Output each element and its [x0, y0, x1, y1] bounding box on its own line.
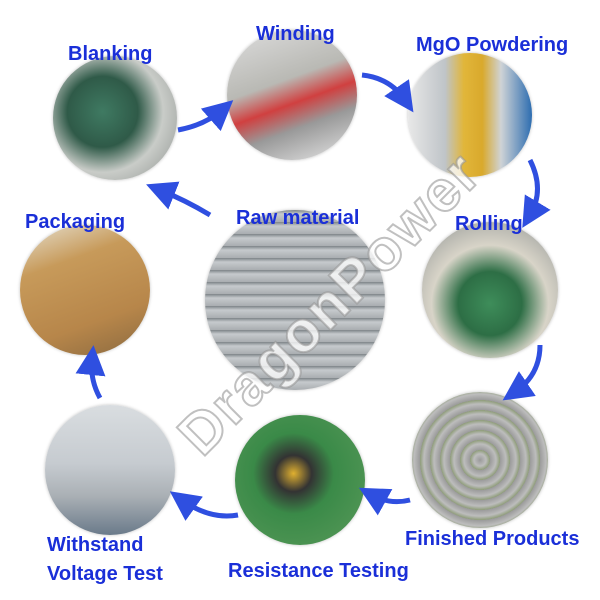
arrow-resistance-to-withstand	[169, 491, 239, 521]
label-winding: Winding	[256, 23, 335, 45]
photo-mgo-powdering	[408, 53, 532, 177]
arrow-rolling-to-finished	[502, 344, 543, 401]
arrow-finished-to-resistance	[358, 487, 411, 516]
label-blanking: Blanking	[68, 43, 153, 65]
arrow-mgo-to-rolling	[522, 158, 551, 228]
arrow-blanking-to-winding	[177, 100, 234, 133]
arrow-winding-to-mgo	[361, 72, 414, 113]
label-mgo-powdering: MgO Powdering	[416, 34, 569, 56]
label-packaging: Packaging	[25, 211, 126, 233]
arrow-raw-to-blanking	[146, 181, 212, 218]
photo-resistance-testing	[235, 415, 365, 545]
photo-winding	[227, 30, 357, 160]
photo-finished-products	[412, 392, 548, 528]
label-voltage-test: Voltage Test	[47, 563, 163, 585]
label-withstand: Withstand	[47, 534, 144, 556]
label-rolling: Rolling	[455, 213, 523, 235]
photo-withstand-voltage-test	[45, 405, 175, 535]
label-finished-products: Finished Products	[405, 528, 580, 550]
photo-blanking	[53, 56, 177, 180]
photo-packaging	[20, 225, 150, 355]
arrow-withstand-to-packaging	[75, 345, 106, 400]
label-raw-material: Raw material	[236, 207, 360, 229]
label-resistance-testing: Resistance Testing	[228, 560, 409, 582]
photo-raw-material	[205, 210, 385, 390]
photo-rolling	[422, 222, 558, 358]
